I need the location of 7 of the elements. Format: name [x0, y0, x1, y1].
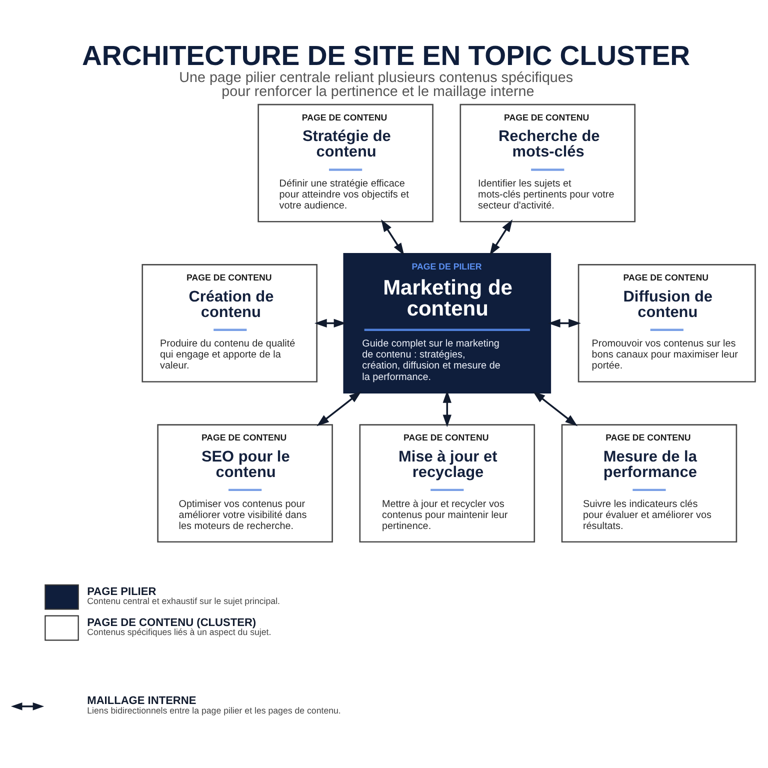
legend-label: PAGE DE CONTENU (CLUSTER) [87, 616, 256, 628]
label: Liens bidirectionnels entre la page pilier et les pages de contenu. [87, 704, 341, 715]
caption: Une page pilier centrale reliant plusieurs contenus spécifiques pour renforcer la pertinence et le maillage interne [179, 69, 574, 100]
diagram-title: ARCHITECTURE DE SITE EN TOPIC CLUSTER [82, 39, 690, 70]
legend-label: PAGE PILIER [87, 585, 156, 598]
label: Contenu central et exhaustif sur le sujet principal. [87, 596, 280, 606]
legend-label: MAILLAGE INTERNE [87, 694, 196, 707]
